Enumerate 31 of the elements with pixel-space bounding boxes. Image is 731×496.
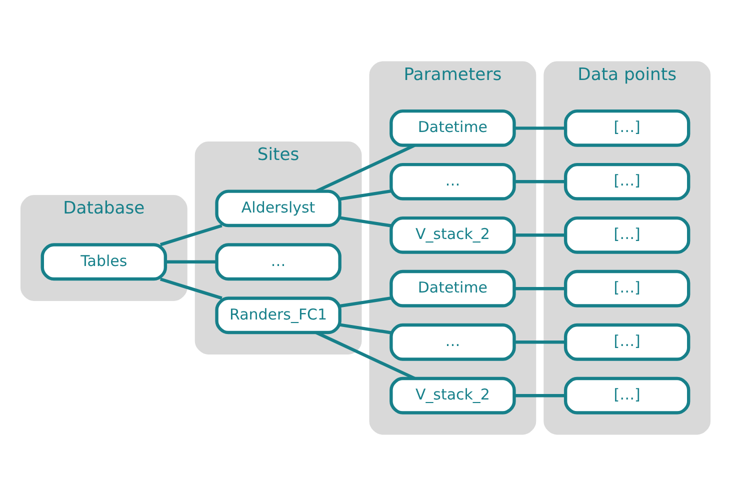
connector	[160, 224, 222, 246]
node-box: Datetime	[390, 109, 516, 147]
connector	[514, 126, 566, 130]
connector	[514, 180, 566, 184]
node-box: […]	[564, 109, 690, 147]
connector	[340, 323, 392, 334]
connector	[340, 296, 392, 308]
connector	[514, 287, 566, 290]
node-box: Randers_FC1	[215, 296, 342, 334]
node-box: […]	[564, 376, 690, 414]
connector	[340, 216, 392, 228]
connector	[514, 234, 566, 237]
node-box: V_stack_2	[390, 376, 516, 414]
connector	[514, 340, 566, 344]
node-box: …	[390, 323, 516, 361]
connector	[514, 394, 566, 398]
node-box: V_stack_2	[390, 216, 516, 254]
node-box: Alderslyst	[215, 190, 342, 228]
node-box: […]	[564, 162, 690, 200]
connector	[316, 331, 416, 380]
node-box: […]	[564, 270, 690, 308]
node-box: …	[215, 243, 342, 281]
connector	[166, 260, 217, 264]
node-box: Tables	[40, 243, 168, 281]
node-box: …	[390, 162, 516, 200]
node-box: […]	[564, 323, 690, 361]
node-box: […]	[564, 216, 690, 254]
connector	[340, 189, 392, 201]
node-box: Datetime	[390, 270, 516, 308]
connector	[316, 144, 416, 193]
connector	[160, 278, 222, 300]
